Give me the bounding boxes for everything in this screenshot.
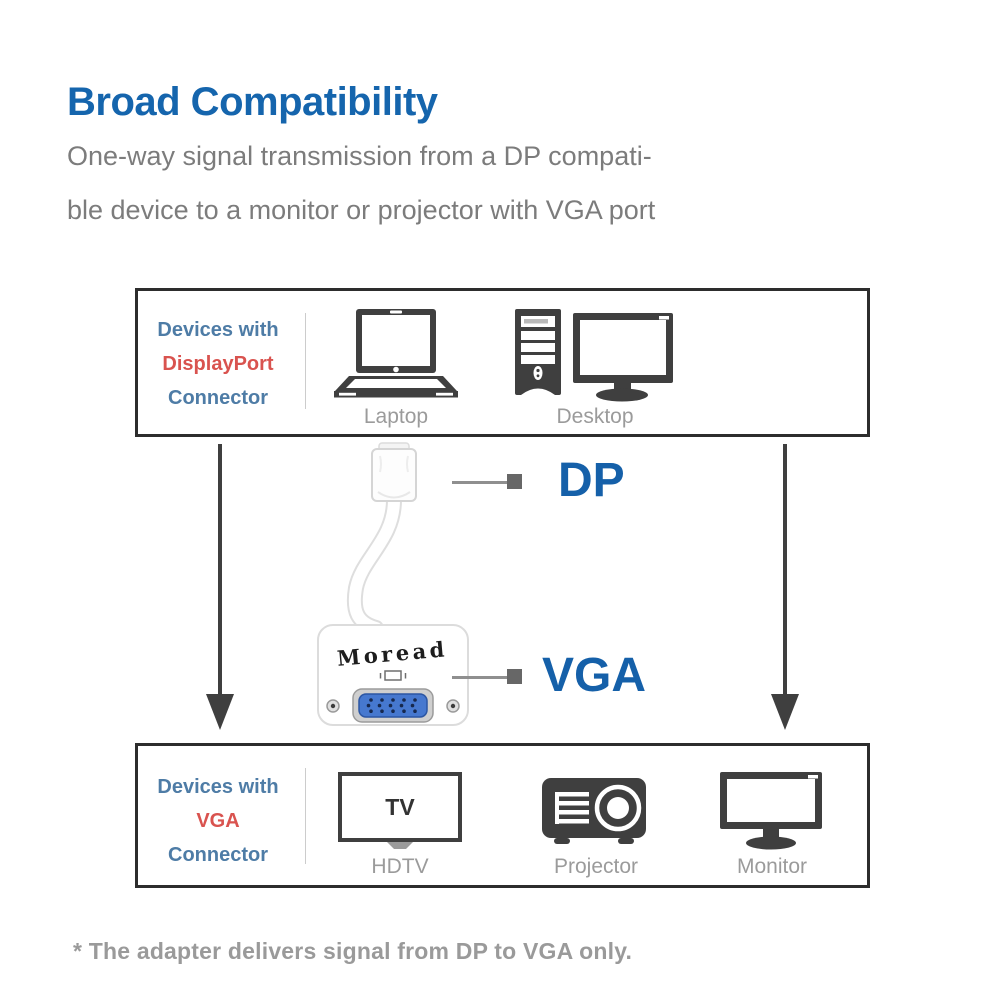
displayport-box-label: Devices with DisplayPort Connector <box>138 313 298 415</box>
dp-pointer-line <box>452 481 507 484</box>
dp-plug <box>371 442 417 502</box>
vga-port <box>326 688 460 723</box>
box-label-line: Connector <box>168 844 268 866</box>
vga-devices-box: Devices with VGA Connector TV HDTV <box>135 743 870 888</box>
device-laptop: Laptop <box>326 309 466 429</box>
projector-icon <box>542 778 646 844</box>
device-label: HDTV <box>371 855 429 878</box>
vga-label: VGA <box>542 649 647 702</box>
arrow-down-right <box>783 444 787 696</box>
arrow-down-left <box>218 444 222 696</box>
footnote: * The adapter delivers signal from DP to… <box>73 938 633 964</box>
device-label: Monitor <box>736 855 808 878</box>
arrow-down-left-head <box>206 694 234 730</box>
adapter-body: Moread <box>317 624 469 726</box>
divider <box>305 313 306 409</box>
device-label: Projector <box>553 855 639 878</box>
vga-box-label: Devices with VGA Connector <box>138 770 298 872</box>
box-label-line: DisplayPort <box>162 353 274 375</box>
dp-label: DP <box>558 454 625 507</box>
desktop-icon <box>515 309 673 402</box>
device-projector: Projector <box>530 772 662 879</box>
monitor-icon <box>720 772 822 850</box>
subtitle-line-1: One-way signal transmission from a DP co… <box>67 141 652 171</box>
displayport-devices-box: Devices with DisplayPort Connector Lapto… <box>135 288 870 437</box>
box-label-line: VGA <box>196 810 240 832</box>
device-label: Desktop <box>556 405 634 428</box>
tv-icon: TV <box>338 772 462 849</box>
page-title: Broad Compatibility <box>67 80 438 124</box>
device-label: Laptop <box>363 405 429 428</box>
box-label-line: Devices with <box>157 319 279 341</box>
device-desktop: Desktop <box>510 309 680 429</box>
device-monitor: Monitor <box>712 772 832 879</box>
arrow-down-right-head <box>771 694 799 730</box>
subtitle-line-2: ble device to a monitor or projector wit… <box>67 195 656 225</box>
dp-pointer-square <box>507 474 522 489</box>
box-label-line: Connector <box>168 387 268 409</box>
vga-pointer-line <box>452 676 507 679</box>
tv-screen-text: TV <box>385 794 415 820</box>
divider <box>305 768 306 864</box>
vga-pointer-square <box>507 669 522 684</box>
laptop-icon <box>334 309 458 398</box>
box-label-line: Devices with <box>157 776 279 798</box>
dp-to-vga-adapter-image: Moread <box>317 442 469 726</box>
device-hdtv: TV HDTV <box>334 772 466 879</box>
port-glyph-icon <box>379 670 407 681</box>
